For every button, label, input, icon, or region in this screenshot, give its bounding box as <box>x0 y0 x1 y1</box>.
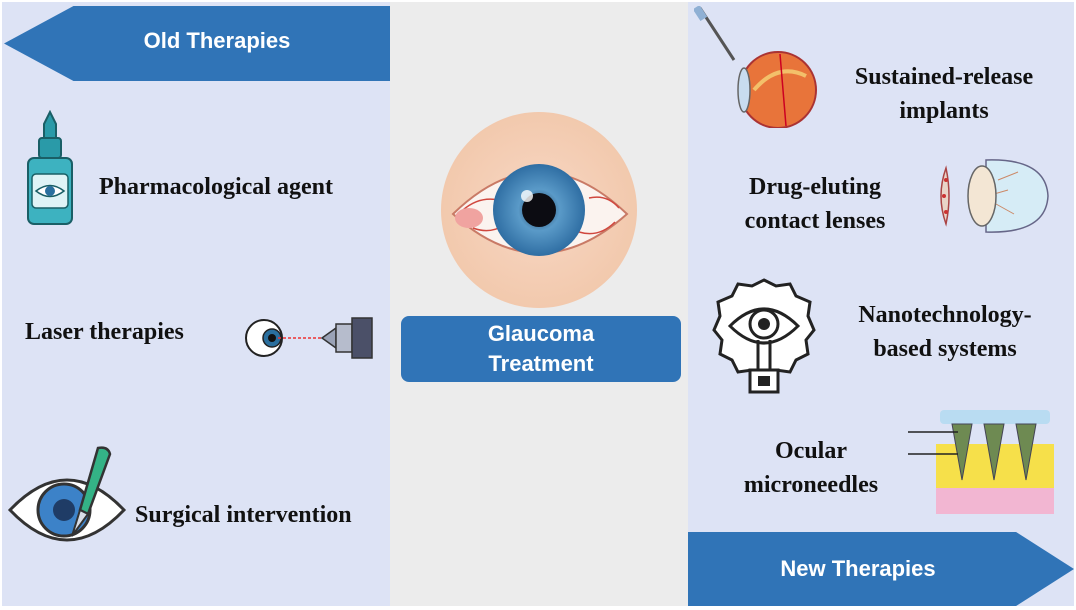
microneedles-label-line1: Ocular <box>775 438 847 464</box>
drug-eluting-label-line2: contact lenses <box>744 208 886 234</box>
nanotechnology-label-line1: Nanotechnology- <box>858 302 1032 328</box>
glaucoma-treatment-box: Glaucoma Treatment <box>401 316 681 382</box>
eye-drops-bottle-icon <box>27 110 73 225</box>
sustained-release-label-line1: Sustained-release <box>854 64 1034 90</box>
eyeball-implant-icon <box>694 6 817 128</box>
sustained-release-label-line2: implants <box>899 98 989 124</box>
center-label-line2: Treatment <box>488 351 594 376</box>
center-label-line1: Glaucoma <box>487 321 595 346</box>
new-therapies-banner: New Therapies <box>688 532 1074 606</box>
old-therapies-banner: Old Therapies <box>4 6 390 81</box>
laser-therapies-label: Laser therapies <box>25 319 184 345</box>
nanotechnology-label-line2: based systems <box>873 336 1017 362</box>
old-therapies-title: Old Therapies <box>143 27 291 53</box>
microneedles-label-line2: microneedles <box>743 472 879 498</box>
glaucoma-eye-icon <box>441 112 637 308</box>
drug-eluting-label-line1: Drug-eluting <box>749 174 881 200</box>
contact-lens-eye-icon <box>940 159 1049 233</box>
pharmacological-agent-label: Pharmacological agent <box>99 174 333 200</box>
surgical-intervention-label: Surgical intervention <box>135 502 352 528</box>
nanotech-eye-icon <box>712 278 816 394</box>
laser-eye-icon <box>245 317 373 359</box>
microneedles-icon <box>908 410 1054 514</box>
eye-scalpel-icon <box>7 446 127 542</box>
new-therapies-title: New Therapies <box>780 556 936 581</box>
